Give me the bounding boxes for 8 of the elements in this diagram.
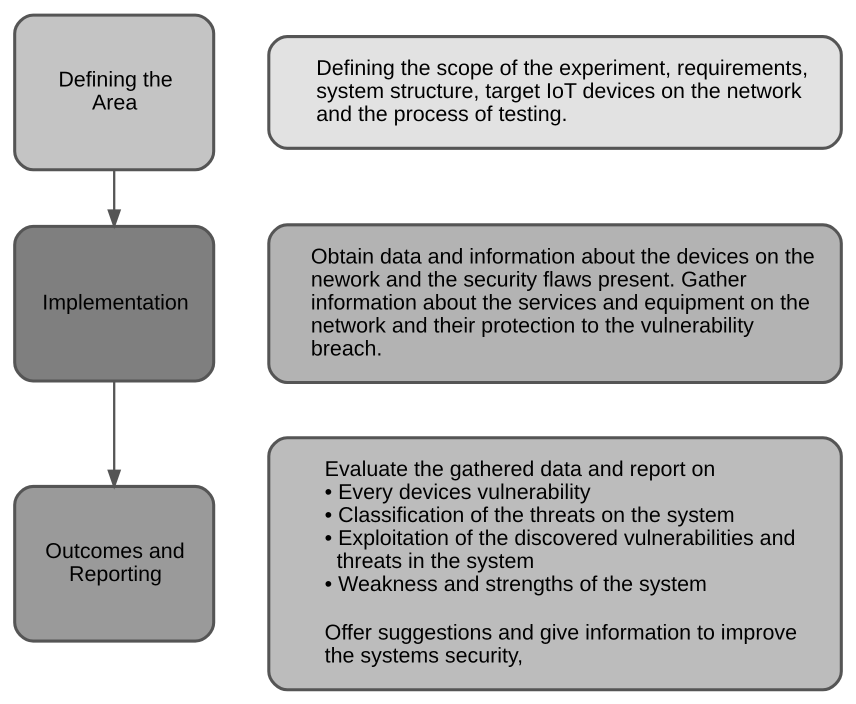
node-box: Evaluate the gathered data and report on • Every devices vulnerability • Classification of the threats on the system • Exploitation of the discovered vulnerabilities and threats in the system • Weakness and strengths of the system Offer suggestions and give information to improve the systems security, xyxy=(267,436,843,691)
node-box: Outcomes and Reporting xyxy=(13,484,216,642)
node-box: Defining the Area xyxy=(13,13,216,171)
node-box: Defining the scope of the experiment, requirements, system structure, target IoT devices on the network and the process of testing. xyxy=(267,34,843,150)
arrow xyxy=(107,170,122,229)
arrow xyxy=(107,381,122,490)
node-box: Obtain data and information about the devices on the nework and the security flaws present. Gather information about the services and equipment on the network and their protection to the vulnerability breach. xyxy=(267,222,843,384)
node-box: Implementation xyxy=(13,224,216,382)
